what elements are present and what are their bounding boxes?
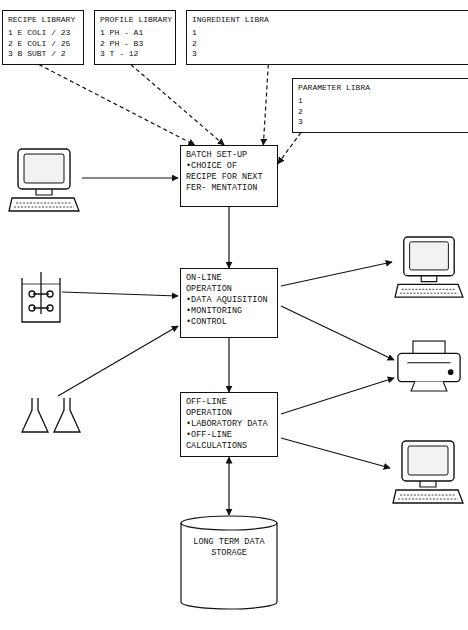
dashed-connector [263, 65, 268, 145]
box-text: 3 T - 12 [100, 49, 170, 59]
box-text: 1 PH - A1 [100, 28, 170, 38]
flow-arrow [228, 207, 229, 268]
box-heading: RECIPE LIBRARY [8, 15, 78, 25]
box-text: •DATA AQUISITION [186, 295, 272, 306]
flow-arrow [228, 457, 229, 515]
dashed-connector [278, 133, 301, 164]
library-box: INGREDIENT LIBRA 123 [186, 10, 468, 65]
library-box: PARAMETER LIBRA 123 [292, 78, 468, 133]
box-heading: LONG TERM DATA STORAGE [188, 537, 270, 559]
output-arrow [281, 262, 392, 286]
cylinder-body [181, 516, 277, 609]
box-heading: ON-LINE OPERATION [186, 273, 272, 295]
terminal-icon [395, 237, 463, 297]
box-text: 3 [298, 117, 465, 127]
box-heading: BATCH SET-UP [186, 150, 272, 161]
process-box: OFF-LINE OPERATION•LABORATORY DATA•OFF-L… [180, 392, 278, 457]
box-text: 1 [192, 28, 465, 38]
box-text: 2 E COLI / 25 [8, 39, 78, 49]
library-box: PROFILE LIBRARY 1 PH - A12 PH - B33 T - 1… [94, 10, 176, 65]
box-heading: PROFILE LIBRARY [100, 15, 170, 25]
box-text: 2 PH - B3 [100, 39, 170, 49]
dashed-connector [131, 65, 224, 145]
terminal-icon [393, 441, 463, 503]
box-text: 3 [192, 49, 465, 59]
library-box: RECIPE LIBRARY 1 E COLI / 232 E COLI / 25… [2, 10, 84, 65]
output-arrow [281, 378, 394, 414]
box-text: •OFF-LINE CALCULATIONS [186, 430, 272, 452]
box-heading: OFF-LINE OPERATION [186, 397, 272, 419]
terminal-icon [9, 149, 79, 211]
input-arrow [82, 177, 178, 178]
box-text: 1 E COLI / 23 [8, 28, 78, 38]
process-box: ON-LINE OPERATION•DATA AQUISITION•MONITO… [180, 268, 278, 338]
box-text: 3 B SUBT / 2 [8, 49, 78, 59]
box-heading: INGREDIENT LIBRA [192, 15, 465, 25]
box-text: •MONITORING [186, 306, 272, 317]
input-arrow [62, 292, 178, 296]
fermenter-icon [22, 272, 60, 322]
output-arrow [281, 306, 394, 360]
cylinder-rim [181, 523, 277, 530]
storage-cylinder: LONG TERM DATA STORAGE [180, 515, 278, 610]
flow-arrow [228, 338, 229, 392]
flask-icons [22, 398, 80, 432]
cylinder-outline [180, 515, 278, 610]
box-text: 1 [298, 96, 465, 106]
box-heading: PARAMETER LIBRA [298, 83, 465, 93]
box-text: •CONTROL [186, 317, 272, 328]
box-text: 2 [298, 107, 465, 117]
dashed-connector [39, 65, 195, 145]
box-text: 2 [192, 39, 465, 49]
box-text: •CHOICE OF RECIPE FOR NEXT FER- MENTATIO… [186, 161, 272, 194]
output-arrow [281, 438, 390, 468]
printer-icon [398, 341, 460, 391]
input-arrow [58, 326, 178, 396]
box-text: •LABORATORY DATA [186, 419, 272, 430]
process-box: BATCH SET-UP•CHOICE OF RECIPE FOR NEXT F… [180, 145, 278, 207]
